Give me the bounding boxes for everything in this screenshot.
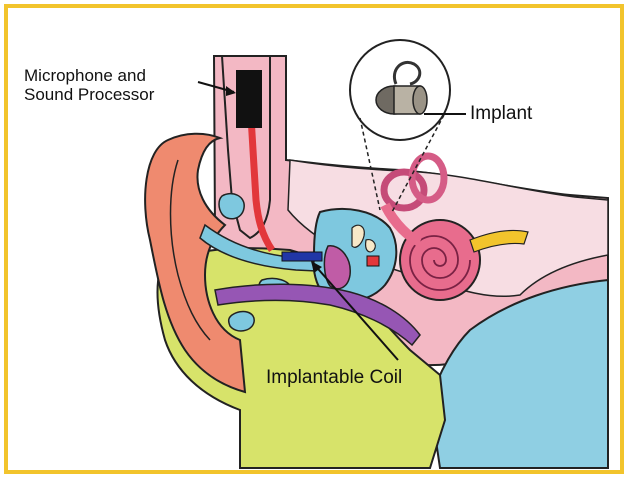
implant-device <box>367 256 379 266</box>
blue-blob-bottom <box>229 311 255 330</box>
implantable-coil-shape <box>282 252 322 261</box>
blue-blob-top <box>219 194 244 219</box>
microphone-label: Microphone and Sound Processor <box>24 66 154 104</box>
sound-processor <box>236 70 262 128</box>
implant-label: Implant <box>470 103 532 124</box>
coil-label: Implantable Coil <box>266 367 402 388</box>
microphone-label-line1: Microphone and <box>24 66 154 85</box>
microphone-label-line2: Sound Processor <box>24 85 154 104</box>
